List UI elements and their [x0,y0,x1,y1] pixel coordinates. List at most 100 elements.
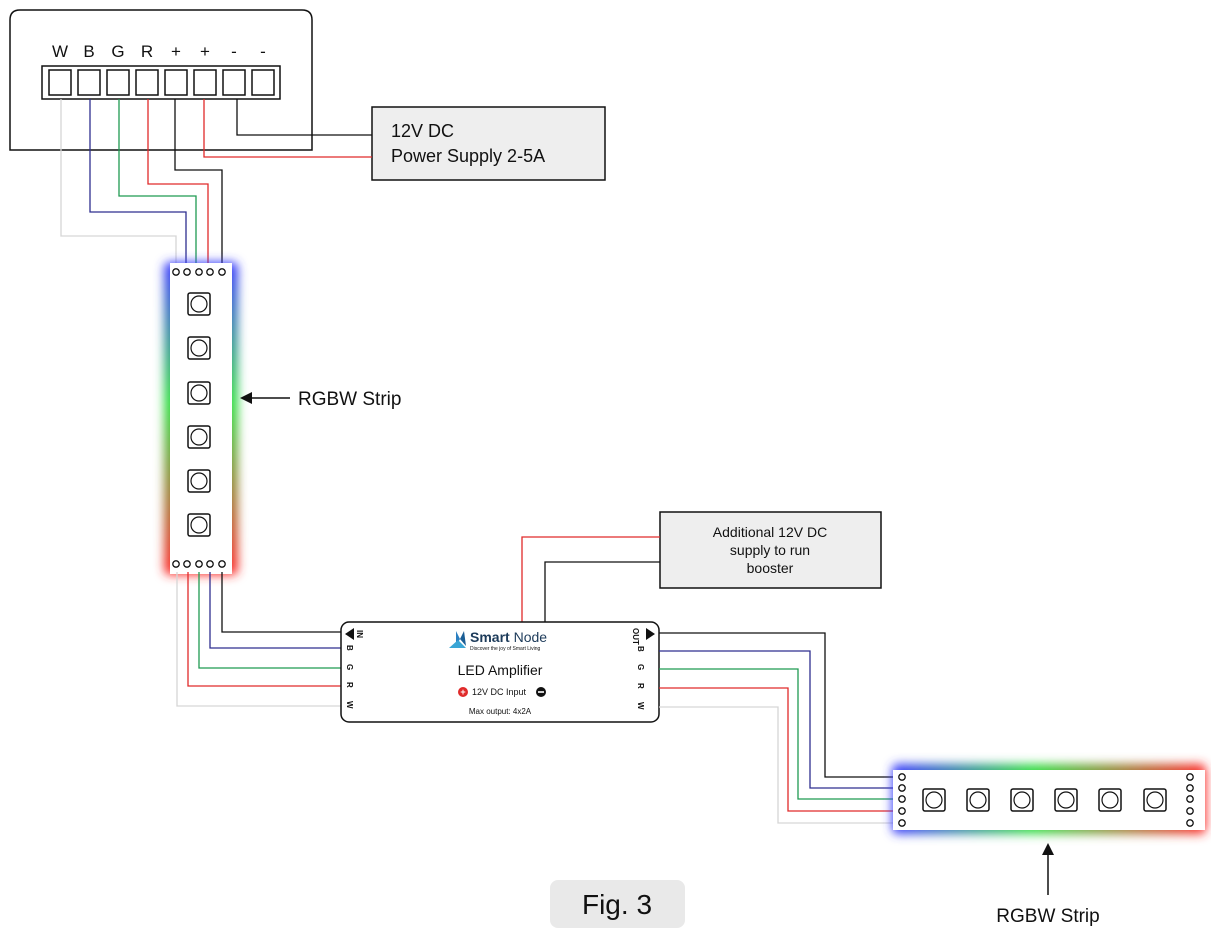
additional-supply-line3: booster [747,560,794,576]
wire-blue [89,99,187,265]
solder-pad [218,560,226,568]
led-lens [190,516,208,534]
caption-text: Fig. 3 [582,889,652,920]
solder-pad [898,795,906,803]
terminal-screw [222,69,246,96]
solder-pad [1186,795,1194,803]
wire-black [174,99,223,265]
terminal-label: R [141,42,153,61]
led-lens [1101,791,1119,809]
out-channel-b: B [636,646,645,652]
wire-red [659,687,902,812]
solder-pad [172,560,180,568]
led-lens [190,472,208,490]
wire-positive [203,99,372,158]
terminal-screw [77,69,101,96]
led-lens [1146,791,1164,809]
solder-pad [1186,773,1194,781]
out-arrow-icon [646,628,655,640]
wire-negative [544,561,660,622]
led-lens [969,791,987,809]
solder-pad [218,268,226,276]
led-lens [190,339,208,357]
out-channel-g: G [636,664,645,670]
solder-pad [898,784,906,792]
arrow-left-icon [240,392,252,404]
amplifier-title: LED Amplifier [458,662,543,678]
brand-light: Node [510,629,548,645]
wire-green [198,572,342,669]
solder-pad [898,773,906,781]
in-channel-b: B [345,645,354,651]
led-lens [925,791,943,809]
rgbw-strip-vertical [164,262,238,575]
terminal-label: + [171,42,181,61]
solder-pad [206,268,214,276]
booster-supply-wires [521,536,660,622]
led-lens [190,428,208,446]
strip-vertical-label: RGBW Strip [298,389,401,410]
caption-background [550,880,685,928]
terminal-screw [251,69,275,96]
wire-white [659,706,902,824]
wire-green [659,668,902,800]
terminal-screw [48,69,72,96]
svg-text:+: + [460,687,465,697]
in-channel-r: R [345,682,354,688]
solder-pad [183,268,191,276]
strip-vertical-callout: RGBW Strip [240,389,401,410]
power-wires [203,99,372,158]
wire-white [60,99,177,265]
solder-pad [1186,784,1194,792]
led-lens [1057,791,1075,809]
solder-pad [172,268,180,276]
strip-horizontal-callout: RGBW Strip [996,843,1100,927]
terminal-screw [193,69,217,96]
solder-pad [206,560,214,568]
terminal-label: G [111,42,124,61]
terminal-label: W [52,42,68,61]
solder-pad [183,560,191,568]
strip-horizontal-label: RGBW Strip [996,906,1099,927]
wire-red [147,99,209,265]
wire-black [659,632,902,778]
plus-terminal-icon [458,687,468,697]
input-label: 12V DC Input [472,687,527,697]
wire-negative [236,99,372,136]
led-lens [190,384,208,402]
power-supply-line2: Power Supply 2-5A [391,146,545,166]
wire-green [118,99,197,265]
additional-supply-line1: Additional 12V DC [713,524,827,540]
terminal-screw [106,69,130,96]
in-label: IN [355,630,364,638]
power-supply-box: 12V DC Power Supply 2-5A [371,106,606,181]
out-channel-w: W [636,702,645,710]
strip-pads-right [1186,773,1194,827]
amplifier-to-strip-wires [659,632,902,824]
brand-tagline: Discover the joy of Smart Living [470,646,541,652]
wire-black [221,572,342,633]
rgbw-strip-horizontal [892,764,1206,834]
max-output: Max output: 4x2A [469,707,532,716]
solder-pad [195,560,203,568]
strip-pads-top [172,268,226,276]
strip-to-amplifier-wires [176,572,342,707]
terminal-label: - [260,42,266,61]
strip-leds [922,788,1167,812]
in-channel-w: W [345,701,354,709]
brand-bold: Smart [470,629,510,645]
in-arrow-icon [345,628,354,640]
wire-positive [521,536,660,622]
led-lens [190,295,208,313]
solder-pad [898,807,906,815]
strip-pads-bottom [172,560,226,568]
power-supply-line1: 12V DC [391,121,454,141]
solder-pad [898,819,906,827]
out-label: OUT [631,628,640,645]
terminal-label: - [231,42,237,61]
wire-red [187,572,342,687]
brand-name: Smart Node [470,629,547,645]
